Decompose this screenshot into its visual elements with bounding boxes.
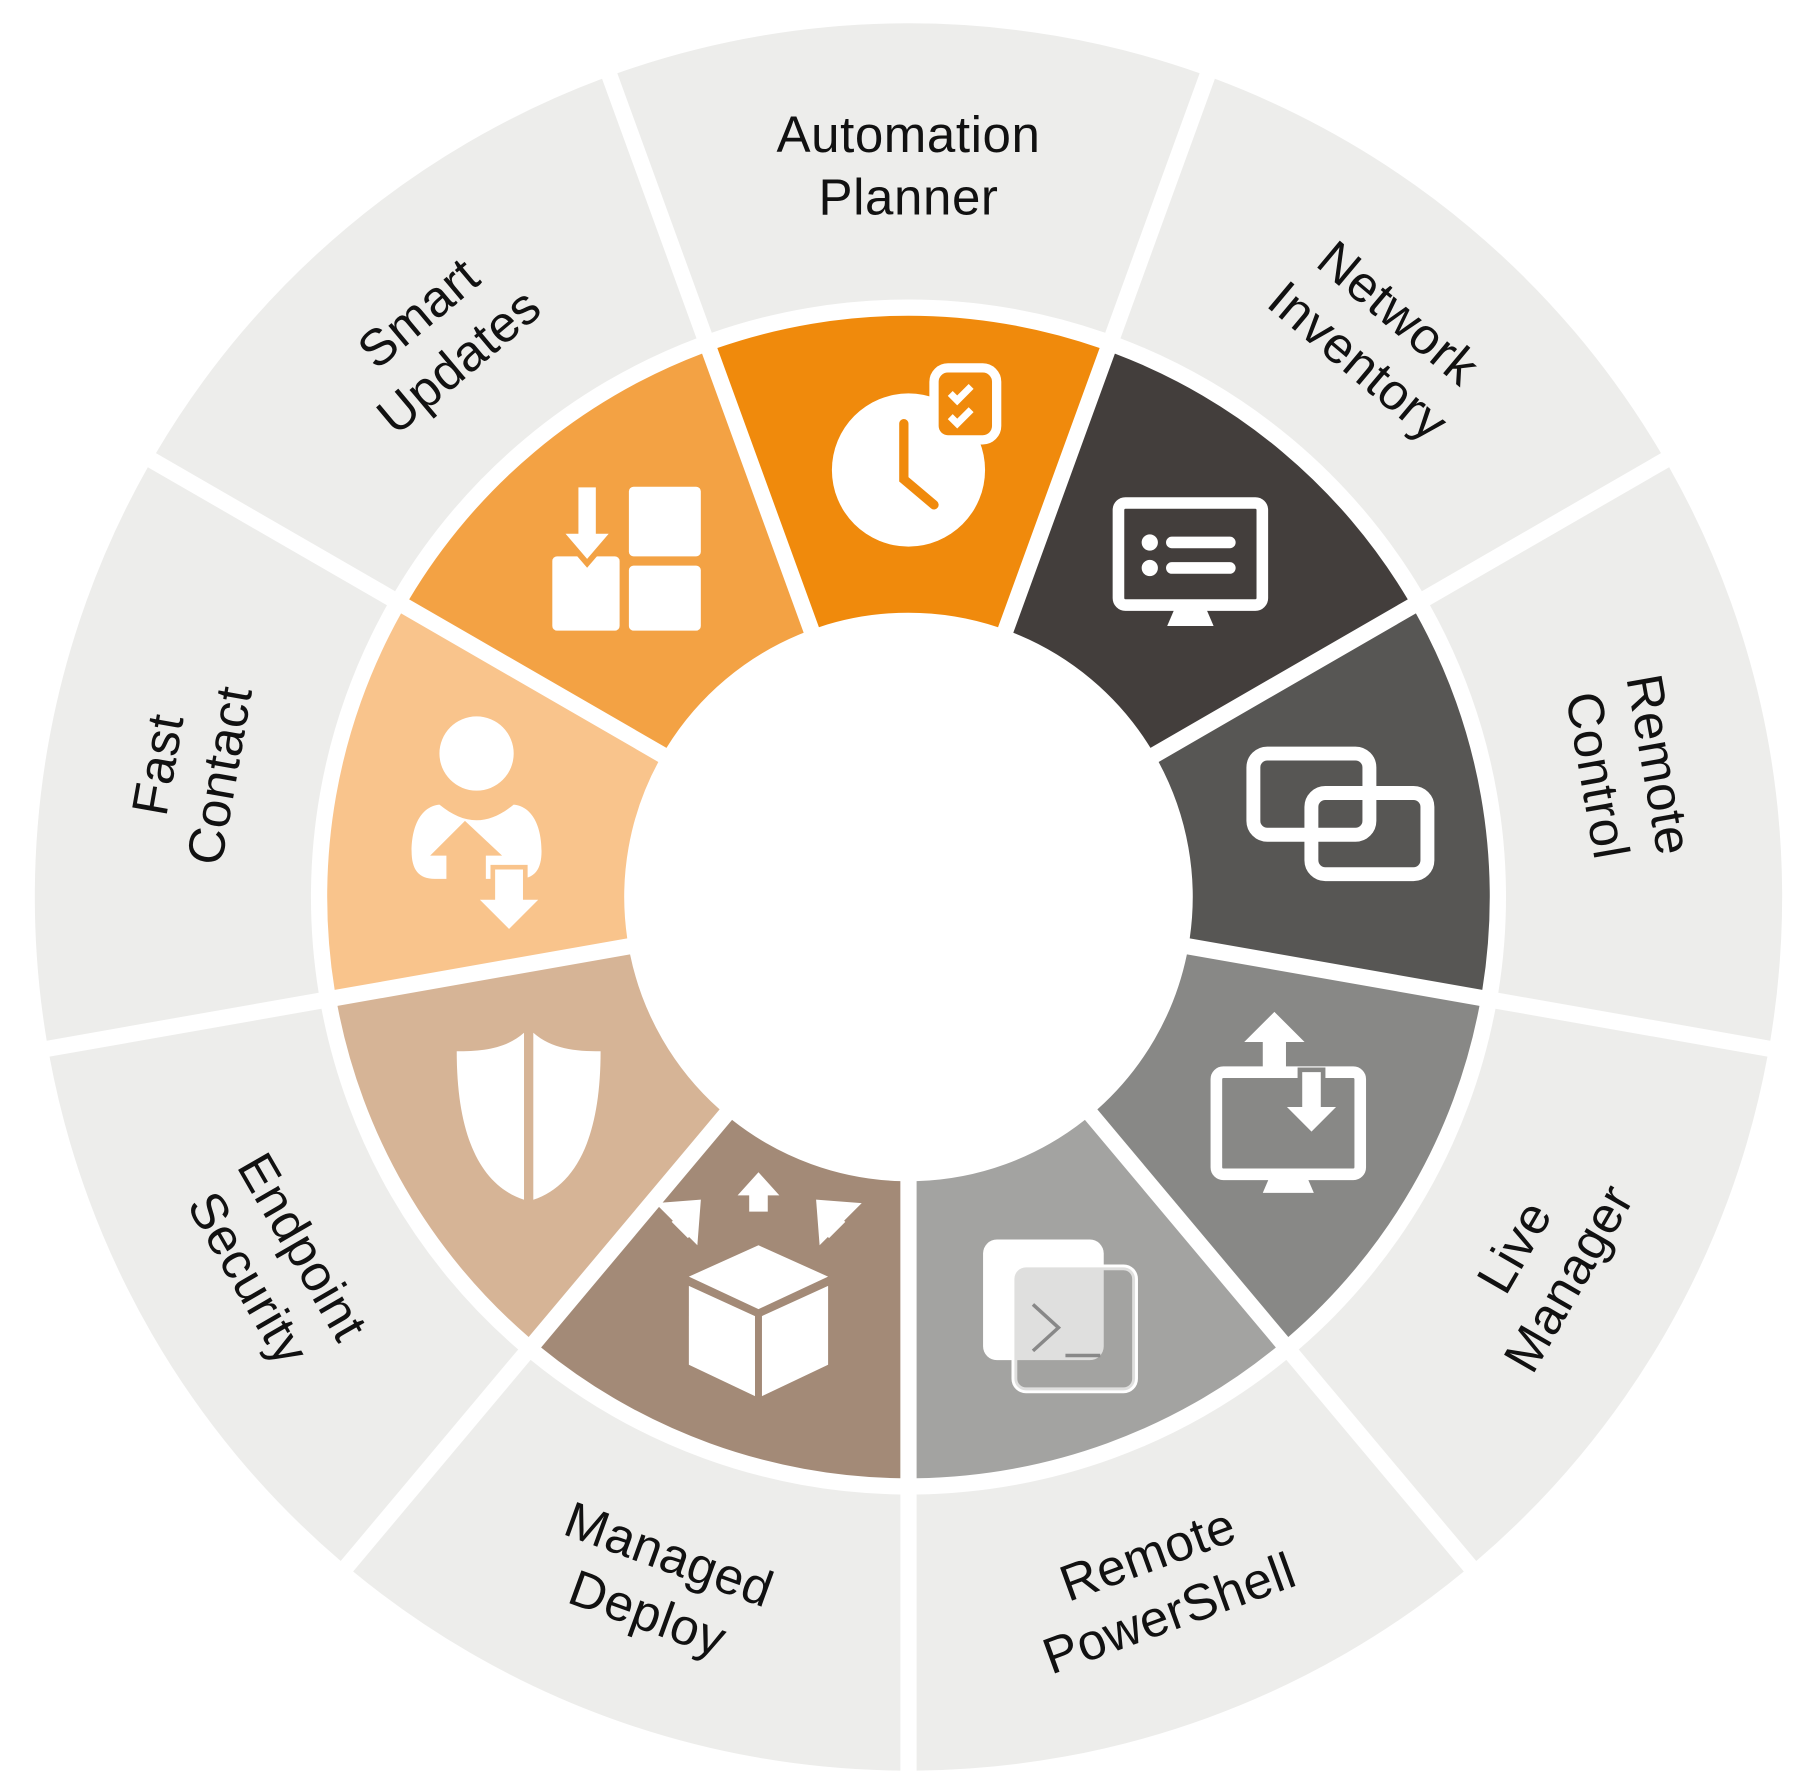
monitor-list-icon — [1112, 497, 1269, 626]
clock-checklist-icon — [831, 363, 1002, 547]
outer-ring-segment — [155, 78, 697, 592]
outer-ring-segment — [49, 1008, 519, 1562]
inner-ring-segment — [1097, 954, 1480, 1338]
ring-segments — [34, 23, 1783, 1771]
segment-icons — [411, 363, 1435, 1397]
monitor-transfer-icon — [1210, 1011, 1367, 1193]
outer-ring-segment — [617, 23, 1200, 333]
inner-ring-segment — [1013, 353, 1408, 748]
outer-ring-segment — [916, 1359, 1464, 1771]
outer-ring-segment — [34, 467, 387, 1041]
segment-label-line: Planner — [818, 169, 998, 226]
terminal-icon — [983, 1239, 1138, 1394]
inner-ring-segment — [337, 954, 720, 1338]
outer-ring-segment — [1298, 1008, 1768, 1562]
inner-ring-segment — [1158, 613, 1490, 990]
outer-ring-segment — [1120, 78, 1662, 592]
shield-icon — [456, 1032, 601, 1200]
box-deploy-icon — [655, 1172, 862, 1397]
inner-ring-segment — [409, 353, 804, 748]
user-transfer-icon — [411, 716, 550, 936]
overlapping-windows-icon — [1246, 746, 1435, 882]
windows-update-icon — [552, 481, 701, 631]
inner-ring-segment — [541, 1119, 901, 1479]
segment-label-line: Automation — [776, 106, 1040, 163]
outer-ring-segment — [353, 1359, 901, 1771]
outer-ring-segment — [1429, 467, 1783, 1041]
inner-ring-segment — [327, 613, 659, 990]
